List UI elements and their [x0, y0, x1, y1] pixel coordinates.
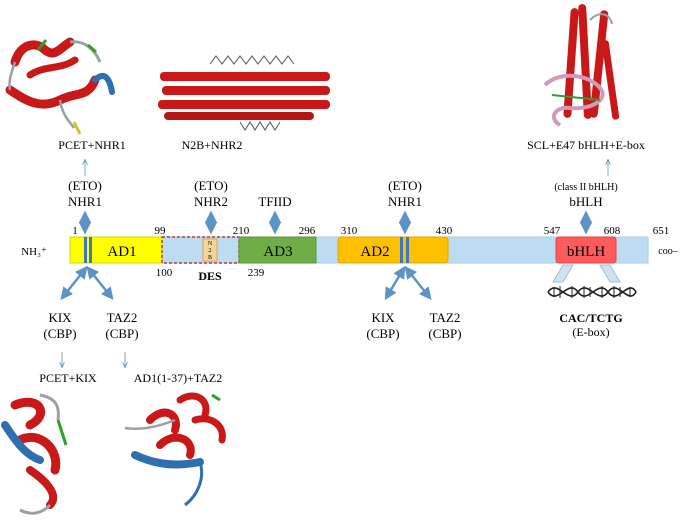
label-taz2-1: TAZ2 [107, 310, 138, 325]
domain-ad3 [238, 236, 317, 264]
structure-pcet-kix [1, 393, 68, 515]
label-pcet-kix: PCET+KIX [39, 371, 97, 385]
label-n2b-n: N [208, 241, 213, 247]
label-eto-1: (ETO) [68, 178, 102, 193]
label-cbp-4: (CBP) [428, 326, 461, 341]
stripe-ad1b [89, 237, 92, 263]
domain-ad2 [337, 236, 449, 264]
bhlh-dna-connectors [552, 264, 621, 283]
label-des: DES [198, 269, 222, 283]
label-taz2-2: TAZ2 [430, 310, 461, 325]
pos-239: 239 [248, 267, 265, 279]
stripe-ad2 [400, 237, 403, 263]
label-bhlh: bHLH [567, 244, 605, 260]
pos-99: 99 [155, 225, 167, 237]
pos-100: 100 [156, 267, 173, 279]
label-ebox: (E-box) [572, 325, 609, 339]
label-n2b-nhr2: N2B+NHR2 [182, 138, 243, 152]
label-c-terminus: coo– [658, 246, 678, 257]
pos-651: 651 [653, 225, 670, 237]
label-ebox-seq: CAC/TCTG [559, 311, 622, 325]
label-bhlh-partner: bHLH [569, 194, 602, 209]
domain-bhlh [555, 236, 617, 264]
label-ad3: AD3 [263, 244, 292, 260]
pos-210: 210 [233, 225, 250, 237]
label-ad1-taz2: AD1(1-37)+TAZ2 [134, 371, 222, 385]
structure-ad1-taz2 [124, 392, 226, 507]
label-scl-e47: SCL+E47 bHLH+E-box [527, 138, 645, 152]
stripe-ad2b [406, 237, 409, 263]
label-cbp-2: (CBP) [105, 326, 138, 341]
label-nhr1-1: NHR1 [68, 194, 102, 209]
label-class2: (class II bHLH) [554, 182, 617, 193]
label-tfiid: TFIID [258, 194, 291, 209]
label-eto-3: (ETO) [388, 178, 422, 193]
label-ad2: AD2 [360, 244, 389, 260]
label-kix-1: KIX [48, 310, 72, 325]
label-n-terminus: NH₃⁺ [21, 246, 47, 258]
dna-helix-icon [547, 286, 637, 298]
label-kix-2: KIX [371, 310, 395, 325]
stripe-ad1 [84, 237, 87, 263]
label-nhr1-2: NHR1 [388, 194, 422, 209]
structure-scl-e47-bhlh [543, 4, 620, 127]
structure-pcet-nhr1 [5, 37, 115, 135]
label-n2b-2: 2 [209, 248, 212, 254]
pos-1: 1 [72, 225, 78, 237]
pos-296: 296 [299, 225, 316, 237]
label-ad1: AD1 [107, 244, 136, 260]
pos-547: 547 [544, 225, 561, 237]
label-nhr2: NHR2 [194, 194, 228, 209]
structure-n2b-nhr2 [158, 55, 330, 131]
domain-n2b [202, 238, 218, 262]
label-pcet-nhr1: PCET+NHR1 [58, 138, 125, 152]
label-cbp-1: (CBP) [43, 326, 76, 341]
pos-310: 310 [341, 225, 358, 237]
caption-connectors [62, 160, 608, 367]
pos-608: 608 [604, 225, 621, 237]
label-n2b-b: B [208, 255, 212, 261]
interaction-arrows [60, 210, 593, 301]
label-cbp-3: (CBP) [366, 326, 399, 341]
pos-430: 430 [436, 225, 453, 237]
label-eto-2: (ETO) [194, 178, 228, 193]
